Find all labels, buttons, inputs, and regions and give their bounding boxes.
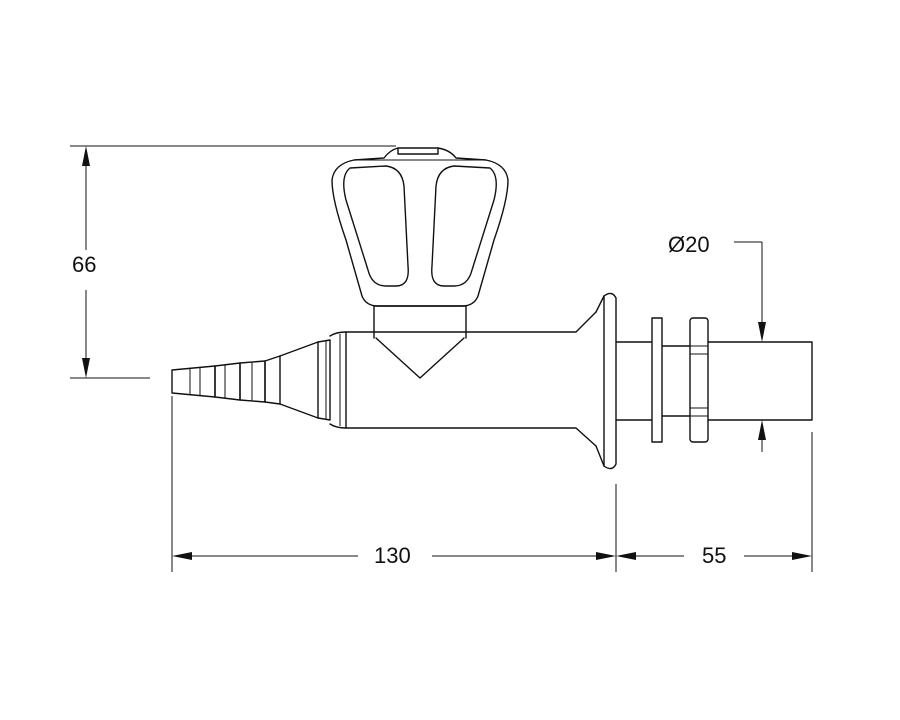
diameter-dimension: Ø20 [668, 232, 766, 452]
stem-length-dimension-label: 55 [702, 543, 726, 568]
height-dimension: 66 [70, 145, 396, 379]
diameter-dimension-label: Ø20 [668, 232, 710, 257]
handle-knob [331, 147, 509, 307]
height-dimension-label: 66 [72, 252, 96, 277]
main-pipe [329, 311, 597, 447]
lock-nut [661, 317, 709, 443]
valve-assembly [171, 147, 813, 470]
washer [651, 317, 663, 443]
body-length-dimension: 130 [171, 396, 617, 572]
dimensions: 66 Ø20 130 55 [70, 145, 813, 572]
threaded-stem [707, 341, 813, 421]
hose-barb-nozzle [171, 339, 331, 421]
stem-length-dimension: 55 [616, 432, 813, 572]
body-length-dimension-label: 130 [374, 543, 411, 568]
wall-flange [595, 292, 653, 470]
bonnet [373, 305, 467, 339]
